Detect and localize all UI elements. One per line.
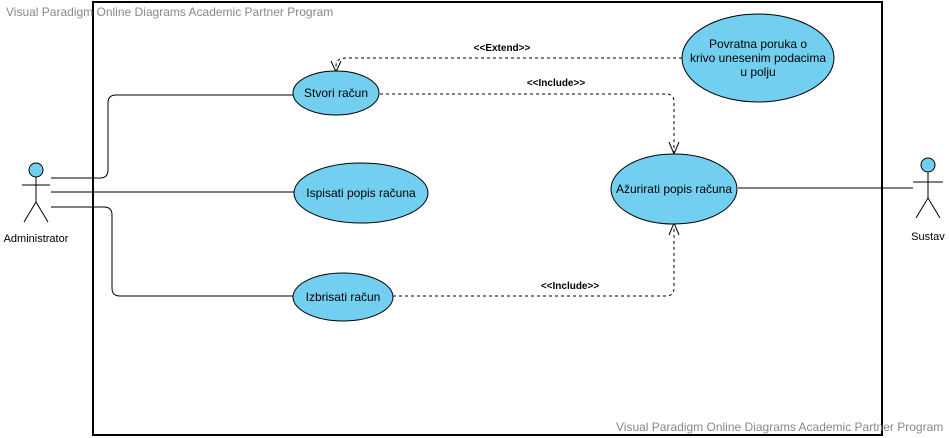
use-case-label: Ispisati popis računa: [306, 186, 416, 200]
extend-arrowhead: [330, 60, 342, 74]
association-izbrisati: [51, 206, 294, 297]
use-case-label: Ažurirati popis računa: [616, 182, 732, 196]
use-case-povratna-poruka[interactable]: Povratna poruka o krivo unesenim podacim…: [681, 13, 835, 103]
actor-head: [920, 157, 936, 173]
actor-sustav-label: Sustav: [911, 231, 945, 243]
use-case-label-line-2: krivo unesenim podacima: [690, 51, 826, 65]
actor-sustav[interactable]: [913, 157, 943, 219]
actor-head: [28, 162, 44, 178]
watermark-top: Visual Paradigm Online Diagrams Academic…: [6, 5, 333, 19]
use-case-label: Stvori račun: [304, 86, 368, 100]
use-case-azurirati-popis[interactable]: Ažurirati popis računa: [610, 153, 738, 225]
include-top-connector: [380, 93, 675, 152]
actor-administrator[interactable]: [22, 162, 50, 223]
system-boundary: [92, 1, 883, 436]
use-case-ispisati-popis[interactable]: Ispisati popis računa: [293, 162, 429, 224]
extend-label: <<Extend>>: [474, 43, 531, 54]
association-stvori: [51, 94, 294, 179]
use-case-stvori-racun[interactable]: Stvori račun: [292, 70, 380, 116]
watermark-bottom: Visual Paradigm Online Diagrams Academic…: [616, 420, 943, 434]
include-top-label: <<Include>>: [527, 78, 586, 89]
include-bottom-label: <<Include>>: [541, 281, 600, 292]
use-case-izbrisati-racun[interactable]: Izbrisati račun: [292, 272, 394, 322]
actor-administrator-label: Administrator: [4, 233, 69, 245]
use-case-label-line-1: Povratna poruka o: [709, 37, 807, 51]
extend-connector: [335, 57, 682, 70]
use-case-label-line-3: u polju: [740, 65, 775, 79]
include-bottom-connector: [393, 226, 675, 297]
use-case-label: Izbrisati račun: [306, 290, 381, 304]
